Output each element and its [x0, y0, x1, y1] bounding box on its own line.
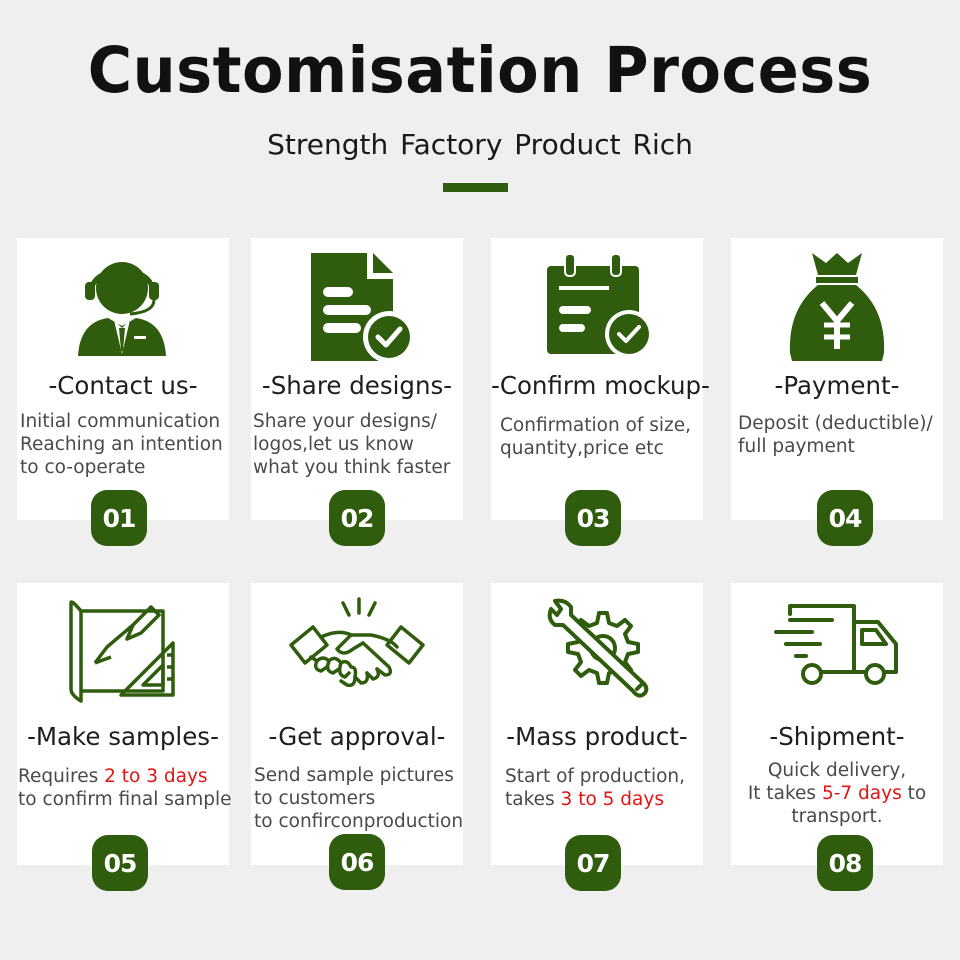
step-card-shipment: -Shipment- Quick delivery, It takes 5-7 … [731, 583, 943, 865]
step-title: -Shipment- [769, 722, 905, 751]
step-number-badge: 04 [817, 490, 873, 546]
step-number-badge: 02 [329, 490, 385, 546]
step-title: -Mass product- [506, 722, 688, 751]
step-number-badge: 06 [329, 834, 385, 890]
blueprint-pencil-icon [17, 591, 229, 709]
step-card-confirm-mockup: -Confirm mockup- Confirmation of size, q… [491, 238, 710, 520]
document-check-icon [251, 248, 463, 366]
step-card-share-designs: -Share designs- Share your designs/ logo… [251, 238, 463, 520]
step-title: -Make samples- [27, 722, 219, 751]
step-description: Deposit (deductible)/ full payment [738, 413, 933, 457]
step-title: -Contact us- [48, 371, 198, 400]
step-description: Requires 2 to 3 days to confirm final sa… [18, 766, 232, 810]
step-description: Start of production, takes 3 to 5 days [505, 766, 686, 810]
step-title: -Get approval- [268, 722, 446, 751]
step-number-badge: 01 [91, 490, 147, 546]
step-description: Quick delivery, It takes 5-7 days to tra… [747, 760, 927, 827]
step-number-badge: 03 [565, 490, 621, 546]
step-number-badge: 08 [817, 835, 873, 891]
wrench-gear-icon [491, 591, 703, 709]
step-title: -Confirm mockup- [491, 371, 710, 400]
customer-service-icon [17, 248, 229, 366]
step-card-contact: -Contact us- Initial communication Reach… [17, 238, 229, 520]
step-number-badge: 07 [565, 835, 621, 891]
step-card-get-approval: -Get approval- Send sample pictures to c… [251, 583, 463, 865]
step-title: -Payment- [774, 371, 900, 400]
step-card-make-samples: -Make samples- Requires 2 to 3 days to c… [17, 583, 232, 865]
page-title: Customisation Process [87, 34, 873, 107]
page-subtitle: Strength Factory Product Rich [267, 128, 693, 161]
step-description: Send sample pictures to customers to con… [254, 765, 464, 832]
title-underline [443, 183, 508, 192]
calendar-check-icon [491, 248, 703, 366]
step-card-payment: -Payment- Deposit (deductible)/ full pay… [731, 238, 943, 520]
delivery-truck-icon [731, 583, 943, 701]
step-number-badge: 05 [92, 835, 148, 891]
handshake-icon [251, 591, 463, 709]
step-description: Share your designs/ logos,let us know wh… [253, 411, 451, 478]
step-title: -Share designs- [261, 371, 453, 400]
step-description: Initial communication Reaching an intent… [20, 411, 223, 478]
yen-money-bag-icon [731, 248, 943, 366]
step-card-mass-product: -Mass product- Start of production, take… [491, 583, 703, 865]
step-description: Confirmation of size, quantity,price etc [500, 415, 692, 459]
